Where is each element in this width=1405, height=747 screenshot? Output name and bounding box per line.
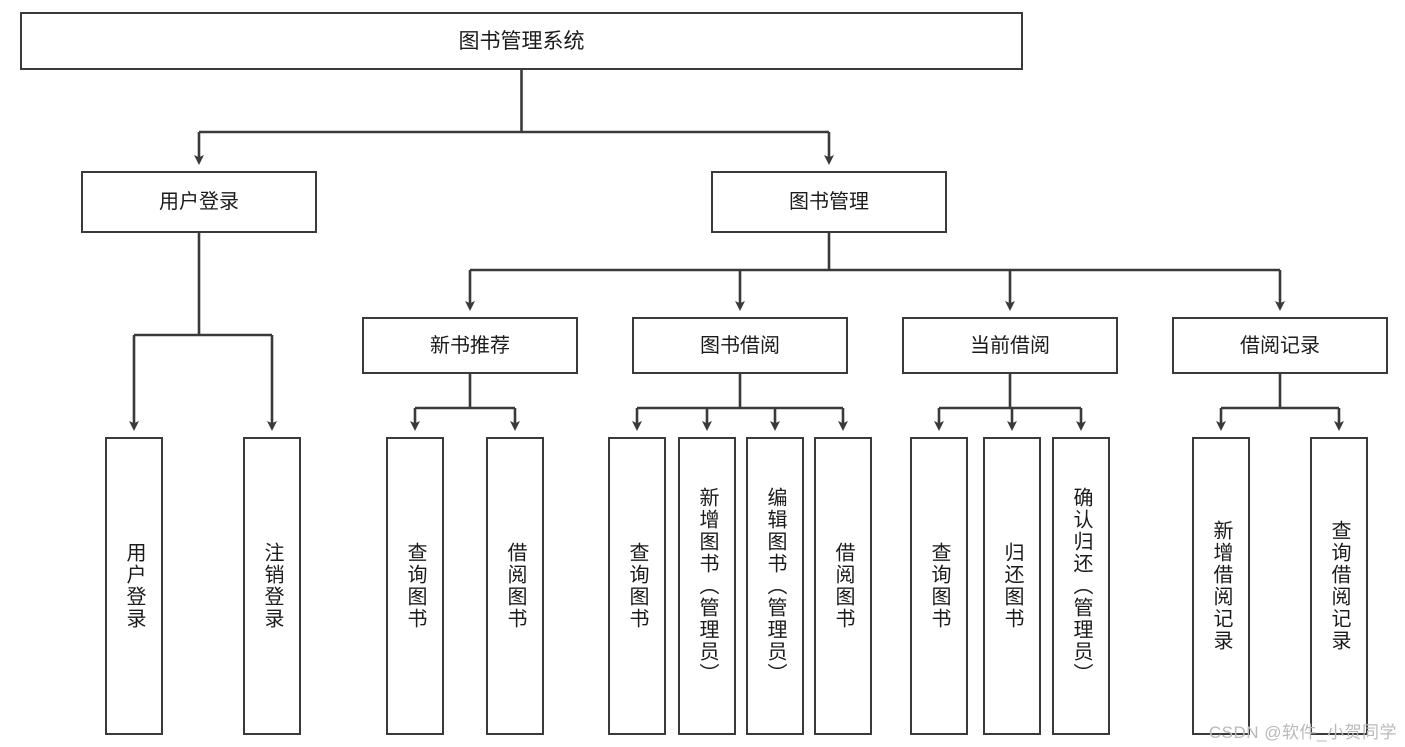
node-leaf-user-logout[interactable]: 注销登录 — [243, 437, 301, 735]
node-root[interactable]: 图书管理系统 — [20, 12, 1023, 70]
node-leaf-add-record-label: 新增借阅记录 — [1210, 520, 1232, 652]
node-leaf-edit-book[interactable]: 编辑图书（管理员） — [746, 437, 804, 735]
node-leaf-user-login-label: 用户登录 — [123, 542, 145, 630]
node-book-borrow-label: 图书借阅 — [700, 334, 780, 357]
node-leaf-confirm-return-label: 确认归还（管理员） — [1070, 487, 1092, 685]
node-leaf-borrow-book-2-label: 借阅图书 — [832, 542, 854, 630]
node-current-borrow[interactable]: 当前借阅 — [902, 317, 1118, 374]
node-book-manage-label: 图书管理 — [789, 191, 869, 213]
node-book-borrow[interactable]: 图书借阅 — [632, 317, 848, 374]
node-current-borrow-label: 当前借阅 — [970, 334, 1050, 357]
node-book-manage[interactable]: 图书管理 — [711, 171, 947, 233]
node-leaf-return-book[interactable]: 归还图书 — [983, 437, 1041, 735]
node-leaf-return-book-label: 归还图书 — [1001, 542, 1023, 630]
node-leaf-user-login[interactable]: 用户登录 — [105, 437, 163, 735]
node-leaf-borrow-book-2[interactable]: 借阅图书 — [814, 437, 872, 735]
node-leaf-add-book-label: 新增图书（管理员） — [696, 487, 718, 685]
node-leaf-add-book[interactable]: 新增图书（管理员） — [678, 437, 736, 735]
node-leaf-edit-book-label: 编辑图书（管理员） — [764, 487, 786, 685]
node-leaf-add-record[interactable]: 新增借阅记录 — [1192, 437, 1250, 735]
node-leaf-query-book-3[interactable]: 查询图书 — [910, 437, 968, 735]
node-user-login[interactable]: 用户登录 — [81, 171, 317, 233]
node-root-label: 图书管理系统 — [458, 29, 585, 53]
node-new-book-recommend[interactable]: 新书推荐 — [362, 317, 578, 374]
node-leaf-query-book-2-label: 查询图书 — [626, 542, 648, 630]
node-leaf-query-book-1-label: 查询图书 — [404, 542, 426, 630]
node-leaf-query-book-1[interactable]: 查询图书 — [386, 437, 444, 735]
node-leaf-confirm-return[interactable]: 确认归还（管理员） — [1052, 437, 1110, 735]
node-new-book-recommend-label: 新书推荐 — [430, 334, 510, 357]
node-borrow-record-label: 借阅记录 — [1240, 334, 1320, 357]
node-borrow-record[interactable]: 借阅记录 — [1172, 317, 1388, 374]
node-leaf-user-logout-label: 注销登录 — [261, 542, 283, 630]
node-user-login-label: 用户登录 — [159, 191, 239, 213]
node-leaf-query-record-label: 查询借阅记录 — [1328, 520, 1350, 652]
node-leaf-query-record[interactable]: 查询借阅记录 — [1310, 437, 1368, 735]
node-leaf-borrow-book-1[interactable]: 借阅图书 — [486, 437, 544, 735]
csdn-watermark: CSDN @软件_小贺同学 — [1208, 723, 1397, 742]
node-leaf-query-book-3-label: 查询图书 — [928, 542, 950, 630]
node-leaf-borrow-book-1-label: 借阅图书 — [504, 542, 526, 630]
node-leaf-query-book-2[interactable]: 查询图书 — [608, 437, 666, 735]
